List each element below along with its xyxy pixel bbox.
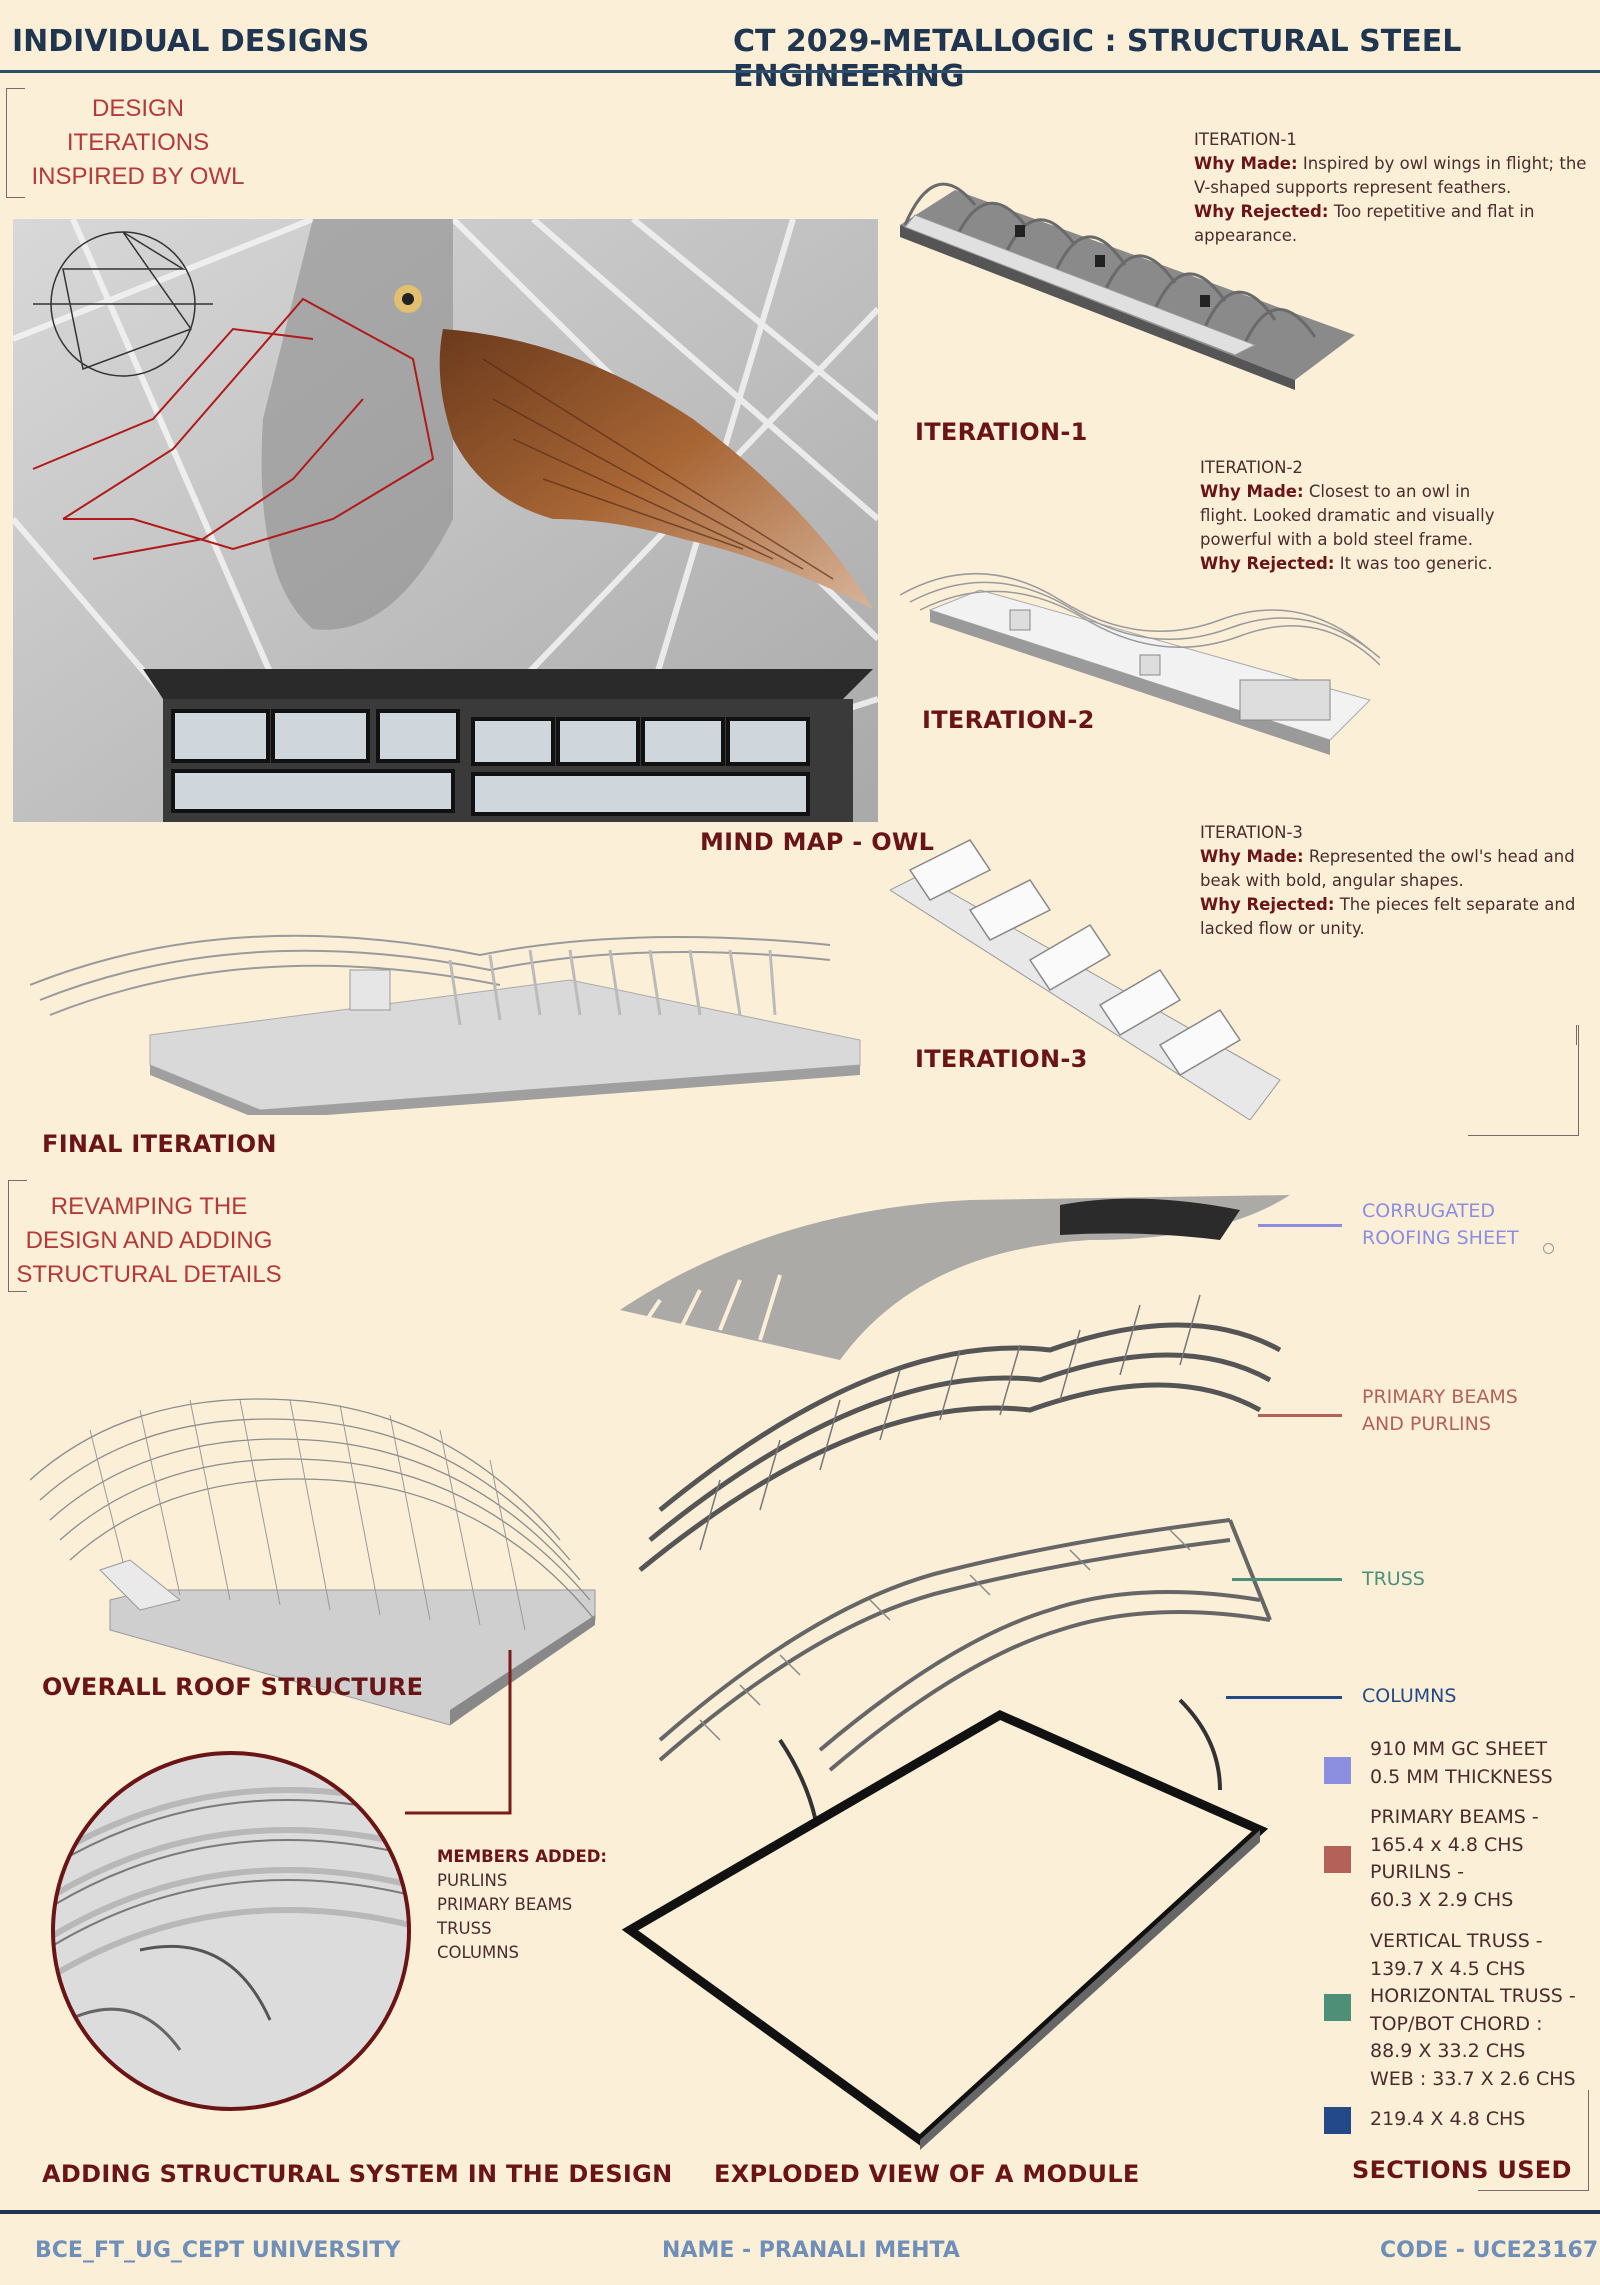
- iteration-1-why-made-label: Why Made:: [1194, 154, 1298, 173]
- iteration-3-model: [890, 830, 1290, 1120]
- iteration-1-label: ITERATION-1: [915, 418, 1088, 446]
- overall-roof-model: [30, 1370, 600, 1730]
- iteration-3-why-rejected: The pieces felt separate and lacked flow…: [1200, 895, 1576, 938]
- iteration-1-why-rejected-label: Why Rejected:: [1194, 202, 1329, 221]
- iteration-3-label: ITERATION-3: [915, 1045, 1088, 1073]
- iteration-2-label: ITERATION-2: [922, 706, 1095, 734]
- iteration-2-note: ITERATION-2 Why Made: Closest to an owl …: [1200, 456, 1520, 576]
- section-swatch-sheet: [1324, 1757, 1351, 1784]
- legend-label-truss: TRUSS: [1362, 1568, 1425, 1590]
- iteration-3-note: ITERATION-3 Why Made: Represented the ow…: [1200, 821, 1600, 941]
- section-text-columns: 219.4 X 4.8 CHS: [1370, 2108, 1526, 2130]
- iteration-1-why-made: Inspired by owl wings in flight; the V-s…: [1194, 154, 1587, 197]
- header-left-title: INDIVIDUAL DESIGNS: [12, 24, 370, 59]
- legend-line-beams: [1258, 1414, 1342, 1417]
- revamping-title: REVAMPING THE DESIGN AND ADDING STRUCTUR…: [16, 1193, 282, 1288]
- structural-system-label: ADDING STRUCTURAL SYSTEM IN THE DESIGN: [42, 2160, 673, 2188]
- iteration-2-why-made-label: Why Made:: [1200, 482, 1304, 501]
- legend-label-columns: COLUMNS: [1362, 1685, 1457, 1707]
- iteration-1-model: [895, 155, 1360, 395]
- iteration-3-bracket: [1468, 1025, 1579, 1136]
- members-item: TRUSS: [437, 1919, 492, 1938]
- sections-used-bracket: [1478, 2090, 1589, 2191]
- iteration-3-why-rejected-label: Why Rejected:: [1200, 895, 1335, 914]
- iteration-1-note: ITERATION-1 Why Made: Inspired by owl wi…: [1194, 128, 1594, 248]
- iteration-2-why-made: Closest to an owl in flight. Looked dram…: [1200, 482, 1495, 549]
- members-added: MEMBERS ADDED: PURLINS PRIMARY BEAMS TRU…: [437, 1845, 637, 1965]
- iteration-2-note-title: ITERATION-2: [1200, 458, 1303, 477]
- exploded-view-label: EXPLODED VIEW OF A MODULE: [714, 2160, 1140, 2188]
- section-swatch-beams: [1324, 1846, 1351, 1873]
- members-added-title: MEMBERS ADDED:: [437, 1847, 608, 1866]
- final-iteration-model: [30, 915, 865, 1115]
- iteration-1-why-rejected: Too repetitive and flat in appearance.: [1194, 202, 1535, 245]
- iteration-2-model: [900, 560, 1380, 770]
- members-item: COLUMNS: [437, 1943, 520, 1962]
- members-connector: [405, 1650, 512, 1815]
- members-item: PURLINS: [437, 1871, 508, 1890]
- mind-map-collage: [13, 219, 878, 822]
- legend-ring-icon: [1543, 1243, 1554, 1254]
- section-text-sheet: 910 MM GC SHEET 0.5 MM THICKNESS: [1370, 1738, 1553, 1788]
- final-iteration-label: FINAL ITERATION: [42, 1130, 277, 1158]
- iteration-1-note-title: ITERATION-1: [1194, 130, 1297, 149]
- legend-line-truss: [1232, 1578, 1342, 1581]
- design-iterations-title: DESIGN ITERATIONS INSPIRED BY OWL: [31, 95, 245, 190]
- iteration-3-bracket-top: [1576, 1025, 1577, 1045]
- legend-label-roofing: CORRUGATED ROOFING SHEET: [1362, 1200, 1519, 1249]
- members-item: PRIMARY BEAMS: [437, 1895, 573, 1914]
- legend-line-columns: [1226, 1696, 1342, 1699]
- header-divider: [0, 70, 1600, 73]
- exploded-view-diagram: [620, 1180, 1340, 2150]
- section-text-truss: VERTICAL TRUSS - 139.7 X 4.5 CHS HORIZON…: [1370, 1930, 1576, 2090]
- iteration-3-why-made-label: Why Made:: [1200, 847, 1304, 866]
- iteration-2-why-rejected: It was too generic.: [1339, 554, 1493, 573]
- footer-left: BCE_FT_UG_CEPT UNIVERSITY: [35, 2238, 401, 2263]
- header-right-title: CT 2029-METALLOGIC : STRUCTURAL STEEL EN…: [733, 24, 1462, 94]
- overall-roof-label: OVERALL ROOF STRUCTURE: [42, 1673, 424, 1701]
- iteration-3-note-title: ITERATION-3: [1200, 823, 1303, 842]
- iteration-2-why-rejected-label: Why Rejected:: [1200, 554, 1335, 573]
- legend-line-roofing: [1258, 1224, 1342, 1227]
- iteration-3-why-made: Represented the owl's head and beak with…: [1200, 847, 1575, 890]
- legend-label-beams: PRIMARY BEAMS AND PURLINS: [1362, 1386, 1518, 1435]
- footer-center: NAME - PRANALI MEHTA: [662, 2238, 960, 2263]
- design-iterations-bracket: [6, 88, 25, 198]
- section-swatch-columns: [1324, 2107, 1351, 2134]
- revamping-bracket: [8, 1180, 27, 1292]
- detail-zoom-circle: [50, 1750, 412, 2112]
- mind-map-label: MIND MAP - OWL: [700, 828, 935, 856]
- section-text-beams: PRIMARY BEAMS - 165.4 x 4.8 CHS PURILNS …: [1370, 1806, 1539, 1911]
- footer-right: CODE - UCE23167: [1380, 2238, 1599, 2263]
- sections-used-title: SECTIONS USED: [1352, 2156, 1572, 2184]
- section-swatch-truss: [1324, 1994, 1351, 2021]
- footer-divider: [0, 2210, 1600, 2214]
